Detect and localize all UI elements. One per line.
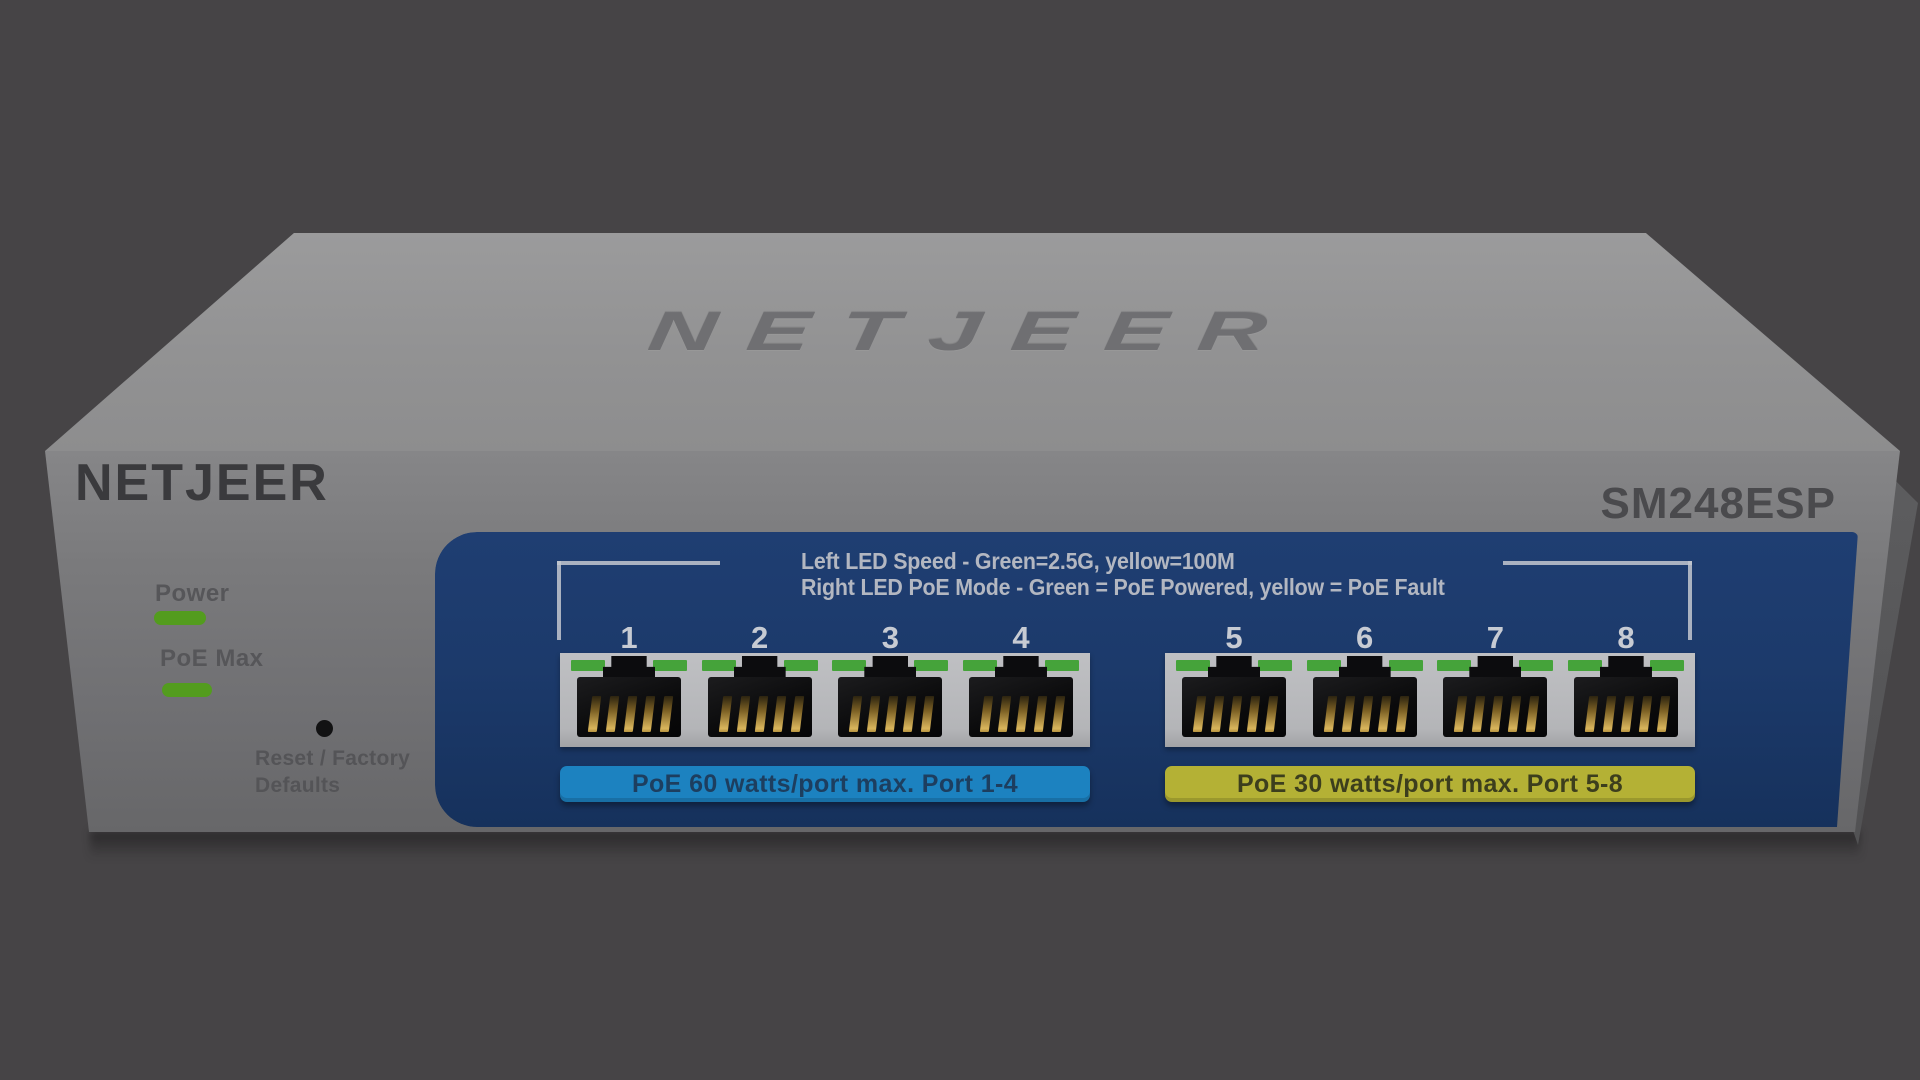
poe-banner-ports-1-4: PoE 60 watts/port max. Port 1-4 xyxy=(560,766,1090,802)
device-drop-shadow xyxy=(90,831,1860,859)
port-number-label: 8 xyxy=(1617,620,1635,655)
poe-max-led xyxy=(162,683,212,697)
reset-label-line1: Reset / Factory xyxy=(255,747,411,770)
port-group-1-4: 1 2 xyxy=(560,620,1090,747)
port-bracket-left-vertical xyxy=(557,561,561,640)
port-speed-led xyxy=(1568,660,1602,671)
rj45-socket xyxy=(1313,677,1417,737)
rj45-port xyxy=(1567,653,1685,747)
model-number-label: SM248ESP xyxy=(1600,479,1836,528)
port-speed-led xyxy=(702,660,736,671)
rj45-socket xyxy=(969,677,1073,737)
port-speed-led xyxy=(1307,660,1341,671)
rj45-port xyxy=(831,653,949,747)
ports-panel: Left LED Speed - Green=2.5G, yellow=100M… xyxy=(435,532,1858,827)
port-column: 7 xyxy=(1436,620,1554,747)
reset-button-label: Reset / Factory Defaults xyxy=(255,745,410,799)
port-bracket-right-vertical xyxy=(1688,561,1692,640)
rj45-socket xyxy=(1182,677,1286,737)
port-column: 1 xyxy=(570,620,688,747)
rj45-socket xyxy=(577,677,681,737)
port-speed-led xyxy=(832,660,866,671)
port-column: 8 xyxy=(1567,620,1685,747)
rj45-socket xyxy=(1574,677,1678,737)
port-column: 2 xyxy=(701,620,819,747)
port-speed-led xyxy=(571,660,605,671)
rj45-socket xyxy=(838,677,942,737)
rj45-port xyxy=(1306,653,1424,747)
rj45-port xyxy=(570,653,688,747)
port-poe-led xyxy=(1519,660,1553,671)
led-legend-line2: Right LED PoE Mode - Green = PoE Powered… xyxy=(801,574,1445,600)
poe-max-led-label: PoE Max xyxy=(160,645,264,672)
port-poe-led xyxy=(1045,660,1079,671)
rj45-socket xyxy=(1443,677,1547,737)
port-number-label: 3 xyxy=(881,620,899,655)
port-number-label: 6 xyxy=(1356,620,1374,655)
port-number-label: 5 xyxy=(1225,620,1243,655)
port-poe-led xyxy=(1258,660,1292,671)
port-number-label: 2 xyxy=(751,620,769,655)
port-group-5-8: 5 6 xyxy=(1165,620,1695,747)
port-column: 3 xyxy=(831,620,949,747)
port-bracket-left-horizontal xyxy=(557,561,720,565)
port-speed-led xyxy=(963,660,997,671)
port-column: 6 xyxy=(1306,620,1424,747)
port-speed-led xyxy=(1437,660,1471,671)
port-column: 5 xyxy=(1175,620,1293,747)
brand-logo-front: NETJEER xyxy=(75,454,329,512)
led-legend: Left LED Speed - Green=2.5G, yellow=100M… xyxy=(801,548,1445,600)
rj45-port xyxy=(1175,653,1293,747)
port-poe-led xyxy=(1389,660,1423,671)
port-bracket-right-horizontal xyxy=(1503,561,1692,565)
led-legend-line1: Left LED Speed - Green=2.5G, yellow=100M xyxy=(801,548,1235,574)
device-front-face: NETJEER SM248ESP Power PoE Max Reset / F… xyxy=(45,451,1900,832)
reset-label-line2: Defaults xyxy=(255,774,341,797)
rj45-port xyxy=(962,653,1080,747)
reset-button xyxy=(316,720,333,737)
power-led xyxy=(154,611,206,625)
brand-logo-top: NETJEER xyxy=(644,300,1301,362)
port-poe-led xyxy=(784,660,818,671)
rj45-port xyxy=(1436,653,1554,747)
port-speed-led xyxy=(1176,660,1210,671)
port-column: 4 xyxy=(962,620,1080,747)
port-number-label: 4 xyxy=(1012,620,1030,655)
port-number-label: 7 xyxy=(1486,620,1504,655)
power-led-label: Power xyxy=(155,580,230,607)
port-number-label: 1 xyxy=(620,620,638,655)
rj45-port xyxy=(701,653,819,747)
port-poe-led xyxy=(653,660,687,671)
port-poe-led xyxy=(914,660,948,671)
rj45-socket xyxy=(708,677,812,737)
port-poe-led xyxy=(1650,660,1684,671)
poe-banner-ports-5-8: PoE 30 watts/port max. Port 5-8 xyxy=(1165,766,1695,802)
device-top-face: NETJEER xyxy=(45,233,1900,451)
